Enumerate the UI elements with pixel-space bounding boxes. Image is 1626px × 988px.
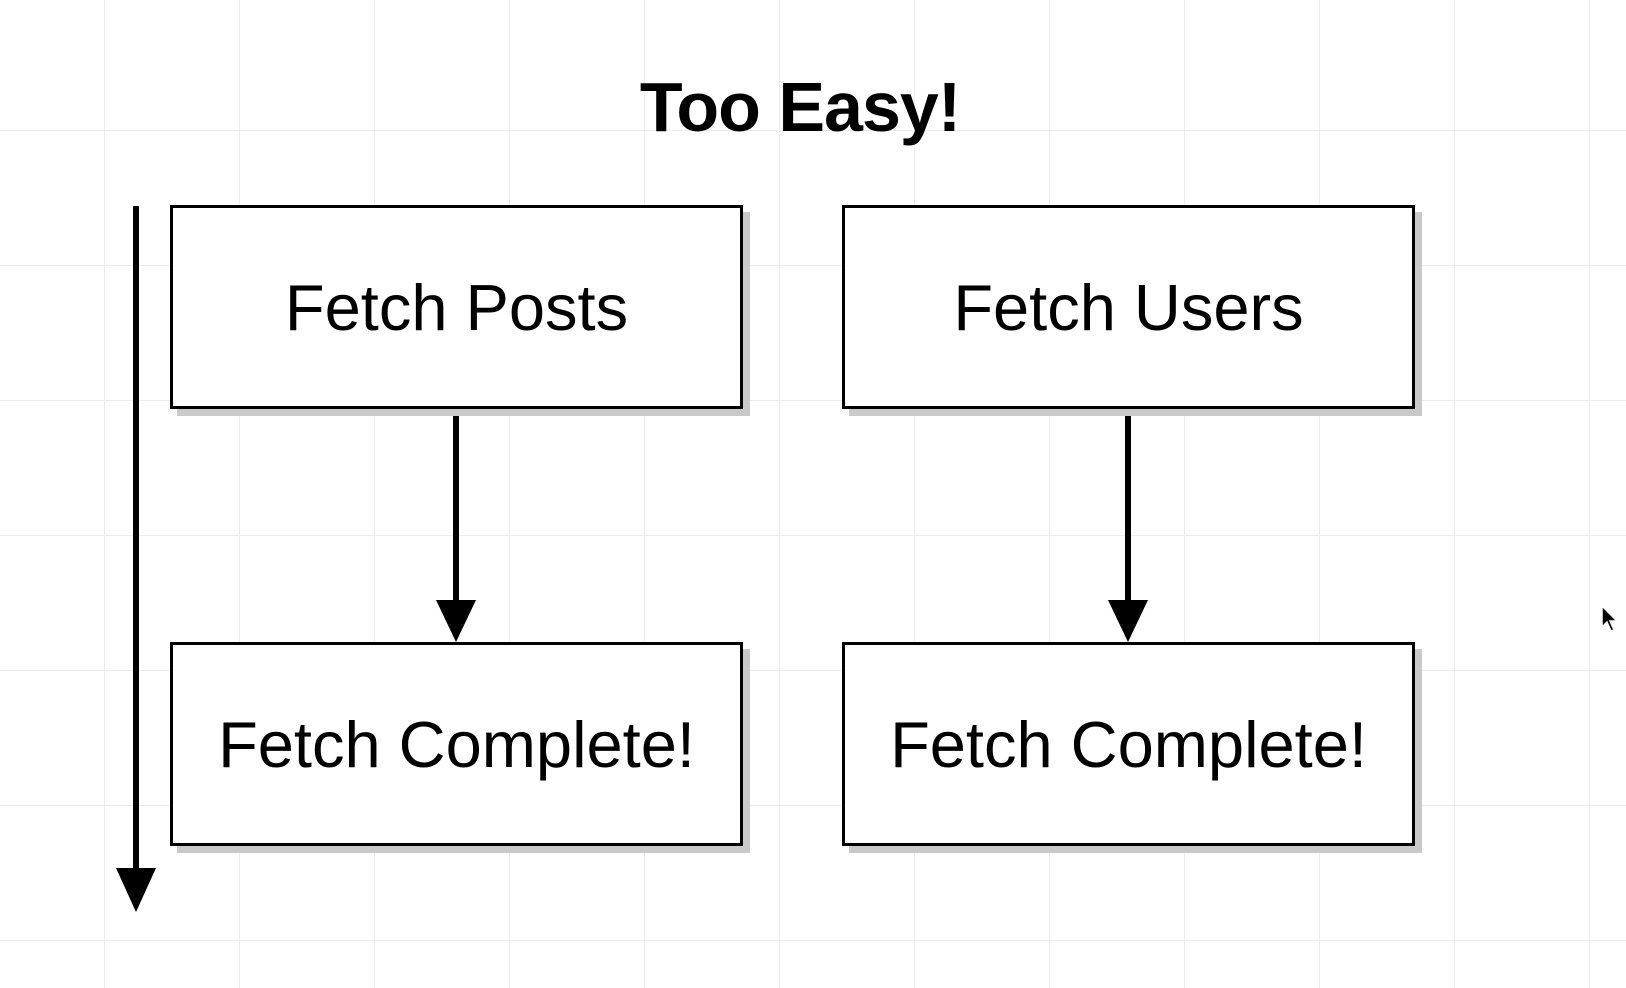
connector-posts-arrow	[436, 409, 476, 642]
connector-posts-head	[436, 600, 476, 642]
connector-users-head	[1108, 600, 1148, 642]
fetch-complete-posts-label: Fetch Complete!	[218, 707, 695, 781]
fetch-posts-label: Fetch Posts	[284, 270, 629, 344]
fetch-users-label: Fetch Users	[953, 270, 1304, 344]
fetch-posts-box[interactable]: Fetch Posts	[170, 205, 743, 409]
diagram-title: Too Easy!	[639, 68, 961, 146]
timeline-arrow-head	[116, 868, 156, 912]
fetch-complete-posts-box[interactable]: Fetch Complete!	[170, 642, 743, 846]
fetch-users-box[interactable]: Fetch Users	[842, 205, 1415, 409]
timeline-arrow	[116, 206, 156, 912]
mouse-pointer-icon	[1601, 605, 1619, 632]
fetch-complete-users-label: Fetch Complete!	[890, 707, 1367, 781]
fetch-complete-users-box[interactable]: Fetch Complete!	[842, 642, 1415, 846]
connector-users-arrow	[1108, 409, 1148, 642]
